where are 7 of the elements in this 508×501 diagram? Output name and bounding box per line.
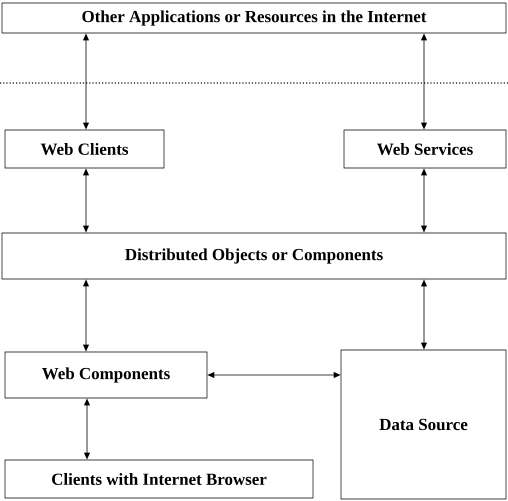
process-box: Clients with Internet Browser xyxy=(4,460,314,498)
process-box: Web Services xyxy=(344,130,506,168)
process-box: Other Applications or Resources in the Internet xyxy=(2,2,506,34)
process-box: Distributed Objects or Components xyxy=(2,232,506,280)
process-box: Web Components xyxy=(4,352,208,398)
process-box: Data Source xyxy=(340,350,506,500)
process-box: Web Clients xyxy=(4,130,164,168)
